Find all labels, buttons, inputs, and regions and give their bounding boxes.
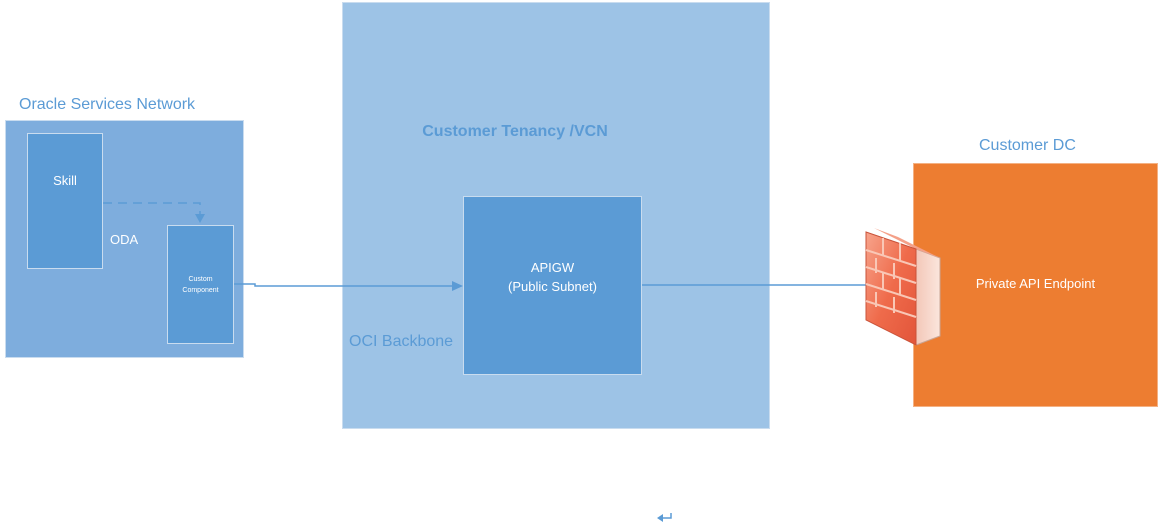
apigw-label-line1: APIGW [530, 260, 575, 275]
skill-to-component-connector [103, 202, 205, 223]
apigw-label: APIGW (Public Subnet) [463, 258, 642, 296]
apigw-label-line2: (Public Subnet) [508, 279, 597, 294]
custom-component-label-line1: Custom [188, 276, 213, 283]
oda-label: ODA [110, 232, 139, 247]
skill-box [27, 133, 103, 269]
customer-tenancy-title: Customer Tenancy /VCN [422, 123, 608, 140]
skill-label: Skill [53, 173, 77, 188]
private-api-endpoint-label: Private API Endpoint [975, 276, 1096, 291]
custom-component-label-line2: Component [182, 287, 219, 294]
component-to-apigw-connector [234, 281, 463, 291]
return-arrow-icon [657, 513, 672, 522]
custom-component-box [167, 225, 234, 344]
apigw-box [463, 196, 642, 375]
oci-backbone-label: OCI Backbone [349, 333, 454, 350]
customer-dc-title: Customer DC [979, 137, 1076, 154]
firewall-icon [865, 228, 941, 346]
customer-dc-box [913, 163, 1158, 407]
oracle-services-network-title: Oracle Services Network [19, 96, 196, 113]
custom-component-label: Custom Component [167, 274, 234, 296]
